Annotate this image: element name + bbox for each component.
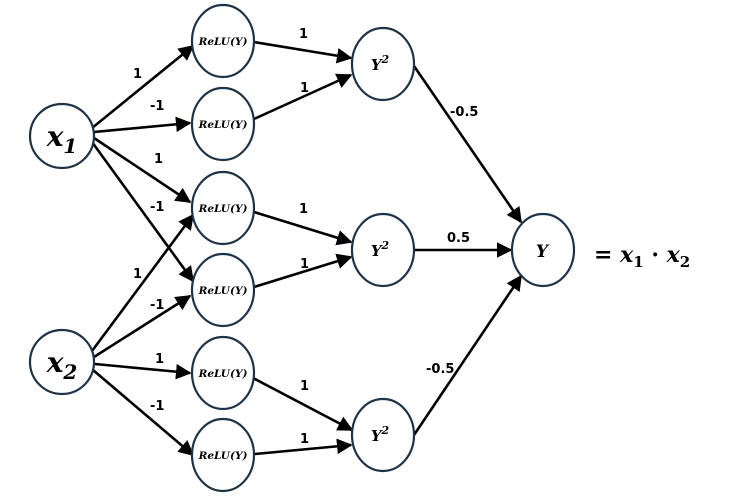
edge-x2-relu4 bbox=[93, 294, 192, 359]
svg-text:Y2: Y2 bbox=[371, 53, 390, 74]
x1-base: x bbox=[46, 120, 64, 153]
relu-node-3: ReLU(Y) bbox=[190, 170, 256, 246]
weight-x1-relu1: 1 bbox=[133, 67, 142, 82]
svg-text:ReLU(Y): ReLU(Y) bbox=[198, 285, 248, 297]
edge-relu2-sq1 bbox=[253, 73, 353, 121]
edge-x2-relu5 bbox=[94, 362, 192, 380]
weight-relu4-sq2: 1 bbox=[300, 257, 309, 272]
weight-x2-relu4: -1 bbox=[150, 298, 164, 313]
x2-base: x bbox=[46, 346, 64, 379]
edge-x1-relu4 bbox=[90, 141, 195, 283]
svg-text:ReLU(Y): ReLU(Y) bbox=[198, 368, 248, 380]
weight-sq1-out: -0.5 bbox=[450, 105, 478, 120]
weight-relu3-sq2: 1 bbox=[299, 202, 308, 217]
edge-x2-relu3 bbox=[90, 213, 195, 352]
edge-sq3-out bbox=[412, 274, 523, 436]
relu-node-5: ReLU(Y) bbox=[190, 335, 256, 411]
x2-sub: 2 bbox=[62, 360, 77, 384]
square-node-2: Y2 bbox=[350, 212, 416, 288]
square-node-3: Y2 bbox=[350, 397, 416, 473]
input-node-x1: x1 bbox=[28, 102, 96, 170]
weight-relu1-sq1: 1 bbox=[299, 27, 308, 42]
edge-x2-relu6 bbox=[92, 369, 195, 457]
input-node-x2: x2 bbox=[28, 328, 96, 396]
svg-text:Y2: Y2 bbox=[371, 239, 390, 260]
relu-node-4: ReLU(Y) bbox=[190, 252, 256, 328]
weight-x1-relu2: -1 bbox=[150, 99, 164, 114]
svg-text:x1: x1 bbox=[46, 120, 78, 158]
weight-sq2-out: 0.5 bbox=[447, 231, 470, 246]
edge-relu4-sq2 bbox=[253, 253, 353, 289]
svg-text:Y2: Y2 bbox=[371, 424, 390, 445]
edge-sq1-out bbox=[412, 65, 523, 224]
svg-text:ReLU(Y): ReLU(Y) bbox=[198, 36, 248, 48]
edge-relu6-sq3 bbox=[254, 438, 353, 456]
weight-relu5-sq3: 1 bbox=[300, 379, 309, 394]
weight-x1-relu3: 1 bbox=[154, 152, 163, 167]
weight-relu6-sq3: 1 bbox=[300, 432, 309, 447]
edge-x1-relu3 bbox=[93, 136, 192, 204]
weight-relu2-sq1: 1 bbox=[300, 81, 309, 96]
edge-x1-relu1 bbox=[91, 44, 195, 130]
svg-text:ReLU(Y): ReLU(Y) bbox=[198, 450, 248, 462]
weight-x2-relu5: 1 bbox=[155, 352, 164, 367]
edge-relu1-sq1 bbox=[253, 40, 353, 64]
weight-sq3-out: -0.5 bbox=[426, 362, 454, 377]
svg-text:ReLU(Y): ReLU(Y) bbox=[198, 119, 248, 131]
x1-sub: 1 bbox=[63, 134, 77, 158]
svg-text:x2: x2 bbox=[46, 346, 78, 384]
relu-node-6: ReLU(Y) bbox=[190, 417, 256, 493]
weight-x1-relu4: -1 bbox=[150, 200, 164, 215]
output-node: Y bbox=[510, 212, 576, 288]
edge-relu5-sq3 bbox=[252, 376, 354, 432]
relu-node-1: ReLU(Y) bbox=[190, 3, 256, 79]
svg-text:Y: Y bbox=[536, 242, 550, 262]
weight-x2-relu3: 1 bbox=[133, 267, 142, 282]
edge-x1-relu2 bbox=[93, 116, 192, 134]
relu-node-2: ReLU(Y) bbox=[190, 86, 256, 162]
svg-text:ReLU(Y): ReLU(Y) bbox=[198, 203, 248, 215]
square-node-1: Y2 bbox=[350, 26, 416, 102]
equation-label: = x1 · x2 bbox=[594, 242, 690, 271]
edge-relu3-sq2 bbox=[253, 210, 353, 246]
weight-x2-relu6: -1 bbox=[150, 399, 164, 414]
